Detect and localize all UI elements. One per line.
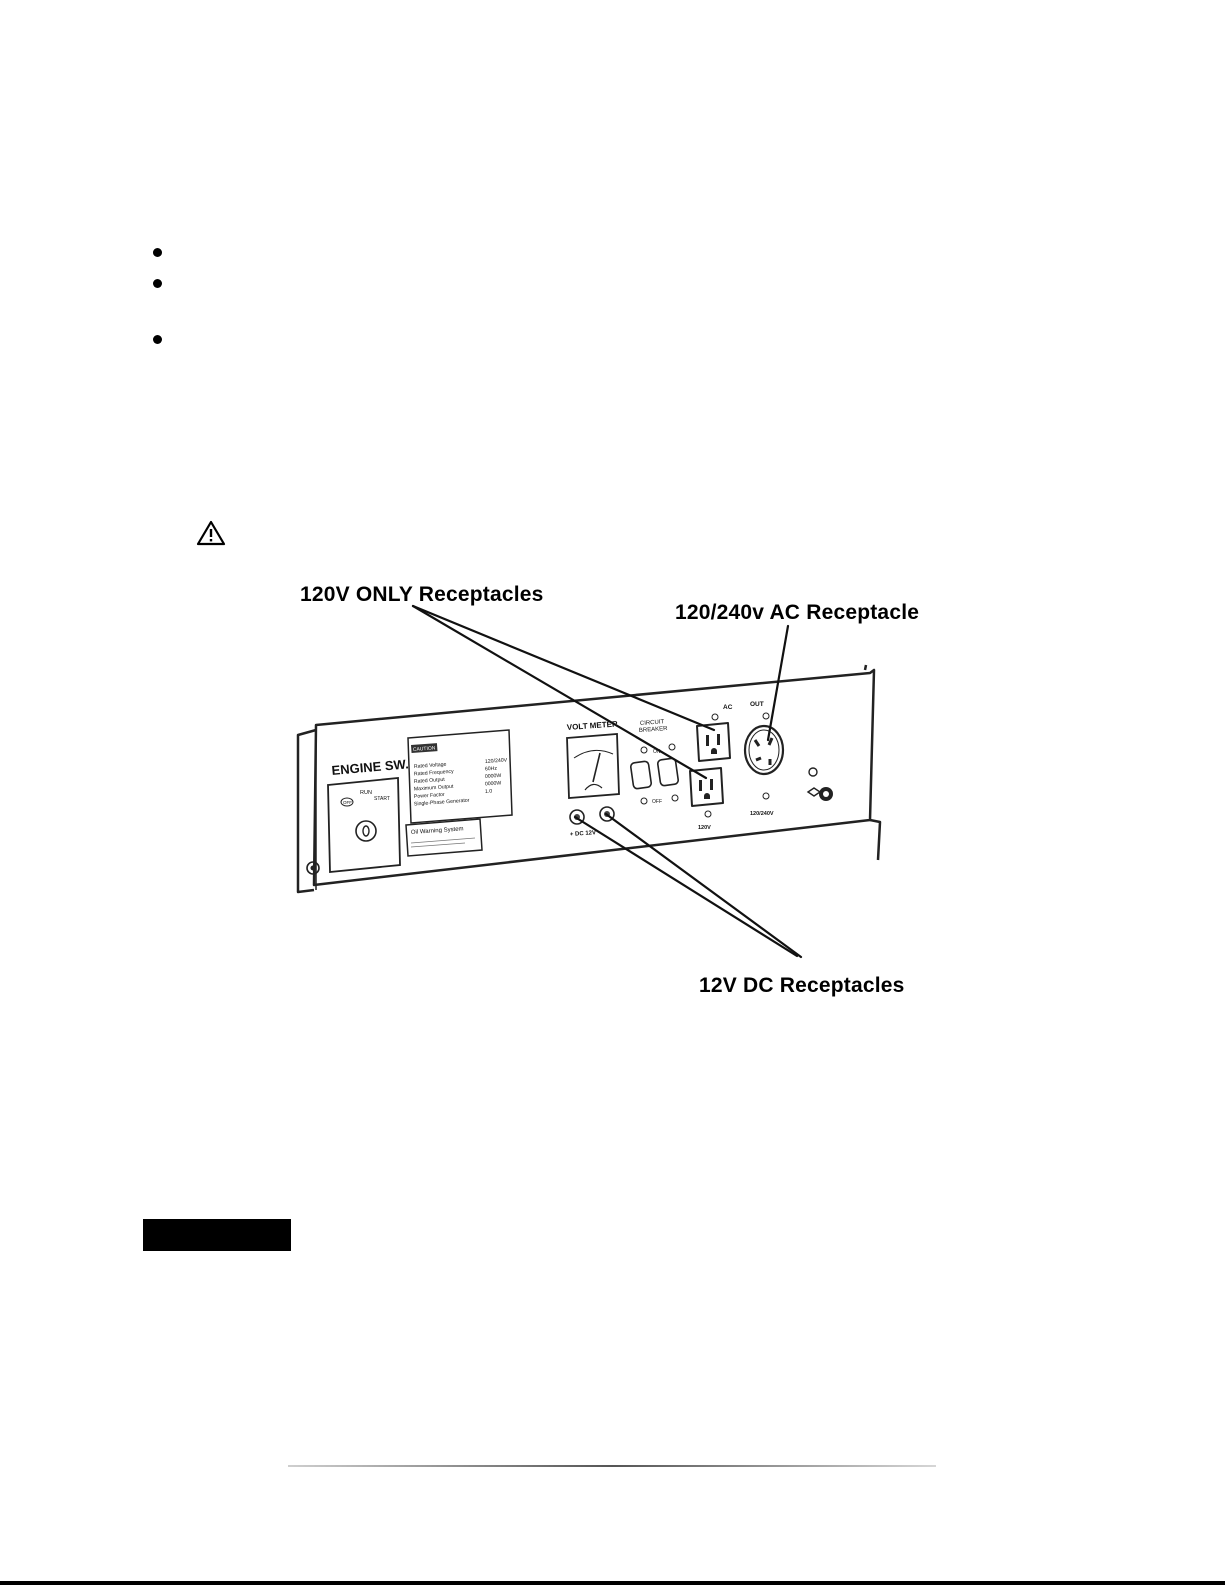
oil-warning-label: Oil Warning System	[411, 826, 464, 836]
spec-row-label: Single-Phase Generator	[414, 798, 470, 808]
page-bottom-border	[0, 1581, 1225, 1585]
data-plate	[407, 729, 513, 824]
ignition-key-icon[interactable]	[355, 820, 377, 842]
panel-screw-icon	[306, 861, 320, 875]
spec-row-label: Power Factor	[414, 792, 445, 800]
circuit-breaker-switch[interactable]	[629, 757, 680, 790]
callout-12v-dc-receptacles: 12V DC Receptacles	[699, 974, 905, 997]
label-120-240v: 120/240V	[750, 811, 774, 817]
redaction-bar	[143, 1219, 291, 1251]
circuit-breaker-label-1: CIRCUIT	[640, 719, 665, 727]
breaker-off-label: OFF	[652, 799, 662, 805]
warning-triangle-icon	[196, 520, 226, 546]
volt-meter-needle	[592, 752, 601, 783]
bullet-1	[153, 248, 162, 257]
ground-indicator-icon	[808, 767, 818, 777]
spec-rows: Rated Voltage 120/240V Rated Frequency 60Hz…	[414, 757, 508, 807]
plate-title: CAUTION	[413, 745, 436, 753]
generator-panel-figure: ENGINE SW. RUN OFF START CAUTION Rated V…	[280, 560, 940, 1010]
off-label: OFF	[343, 800, 352, 805]
callout-120-240v-ac-receptacle: 120/240v AC Receptacle	[675, 601, 920, 624]
dc-label: + DC 12V –	[570, 830, 602, 838]
spec-row-value: 0000W	[485, 780, 502, 787]
label-120v: 120V	[698, 825, 711, 831]
spec-row-label: Rated Voltage	[414, 762, 447, 770]
oil-warning-plate	[405, 818, 483, 857]
volt-meter	[566, 733, 620, 799]
start-label: START	[374, 796, 390, 802]
outlet-120-240v[interactable]	[743, 724, 785, 776]
spec-row-value: 60Hz	[485, 766, 498, 773]
spec-row-label: Rated Frequency	[414, 769, 455, 778]
callout-leaders	[411, 604, 803, 959]
footer-divider	[288, 1455, 936, 1467]
engine-switch-label: ENGINE SW.	[331, 756, 409, 778]
generator-panel-illustration: ENGINE SW. RUN OFF START CAUTION Rated V…	[296, 604, 882, 959]
outlet-120v-top[interactable]	[696, 722, 731, 762]
volt-meter-label: VOLT METER	[567, 719, 619, 732]
spec-row-value: 120/240V	[485, 757, 508, 765]
ground-terminal[interactable]	[806, 787, 833, 801]
breaker-on-label: ON	[653, 749, 661, 755]
spec-row-value: 0000W	[485, 773, 502, 780]
ac-label: AC	[723, 704, 733, 711]
bullet-3	[153, 335, 162, 344]
outlet-120v-bottom[interactable]	[689, 767, 724, 807]
spec-row-value: 1.0	[485, 788, 493, 794]
spec-row-label: Maximum Output	[414, 784, 454, 793]
circuit-breaker-label-2: BREAKER	[639, 726, 669, 734]
out-label: OUT	[750, 701, 764, 708]
callout-120v-only-receptacles: 120V ONLY Receptacles	[300, 583, 544, 606]
run-label: RUN	[360, 790, 372, 796]
bullet-2	[153, 279, 162, 288]
spec-row-label: Rated Output	[414, 777, 446, 785]
